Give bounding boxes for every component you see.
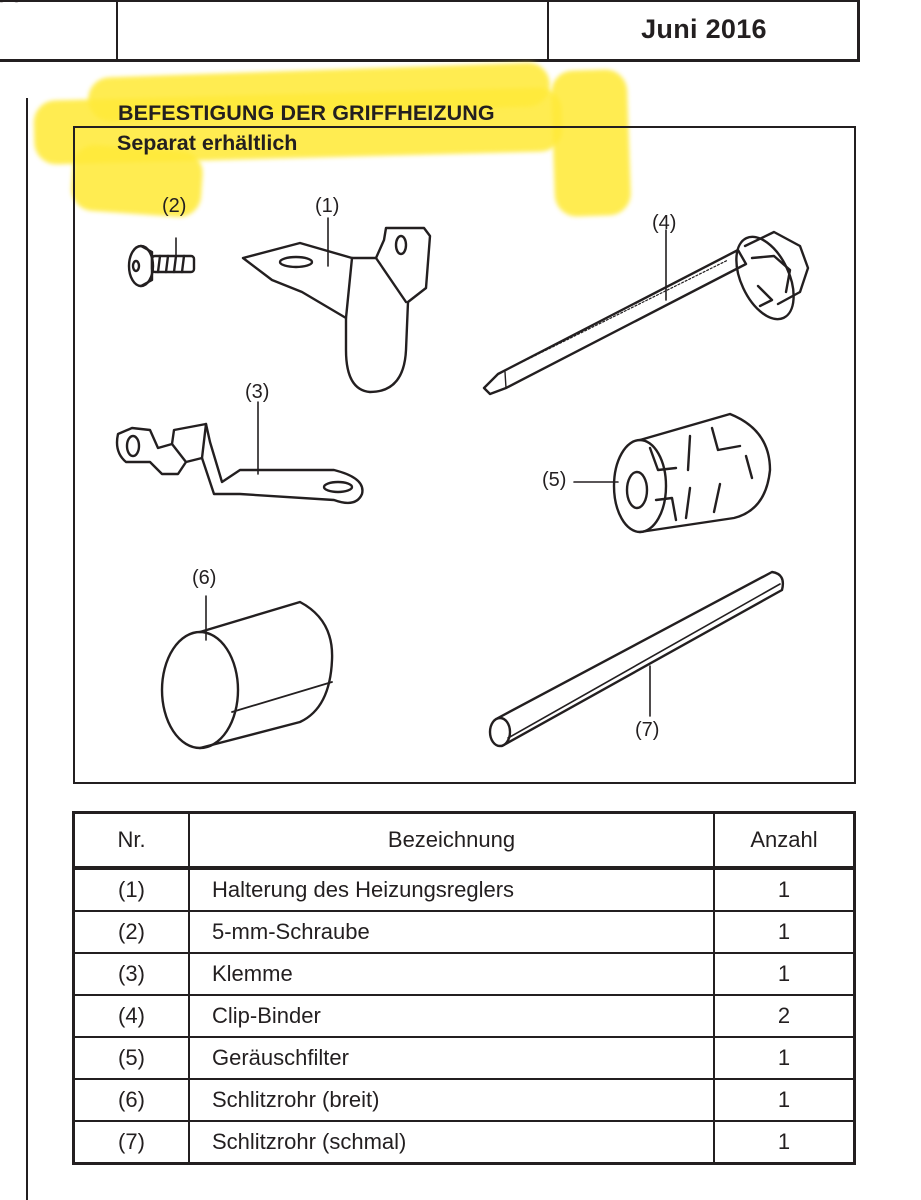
row-name: Klemme	[188, 952, 715, 996]
callout-5: (5)	[542, 469, 567, 491]
callout-1: (1)	[315, 195, 340, 217]
row-qty: 1	[713, 867, 856, 912]
wide-tube-drawing	[160, 595, 334, 750]
table-row: (3) Klemme 1	[72, 952, 856, 996]
clip-binder-drawing	[482, 229, 810, 396]
row-name: Halterung des Heizungsreglers	[188, 867, 715, 912]
section-title: BEFESTIGUNG DER GRIFFHEIZUNG	[118, 101, 495, 125]
parts-illustration-frame	[73, 126, 856, 784]
column-header-qty: Anzahl	[713, 811, 856, 870]
row-qty: 1	[713, 910, 856, 954]
callout-6: (6)	[192, 567, 217, 589]
header-divider-1	[116, 0, 118, 61]
table-row: (1) Halterung des Heizungsreglers 1	[72, 867, 856, 912]
row-nr: (3)	[72, 952, 190, 996]
row-name: Schlitzrohr (schmal)	[188, 1120, 715, 1165]
header-fragment: 00	[0, 0, 24, 9]
bracket-drawing	[241, 217, 432, 394]
table-header-row: Nr. Bezeichnung Anzahl	[72, 811, 856, 870]
row-name: 5-mm-Schraube	[188, 910, 715, 954]
row-qty: 1	[713, 952, 856, 996]
callout-7: (7)	[635, 719, 660, 741]
clamp-drawing	[115, 401, 364, 505]
header-bottom-border	[0, 59, 860, 62]
header-divider-2	[547, 0, 549, 61]
header-divider-3	[857, 0, 860, 61]
callout-3: (3)	[245, 381, 270, 403]
screw-drawing	[127, 237, 196, 288]
margin-rule	[26, 98, 28, 1200]
row-qty: 1	[713, 1120, 856, 1165]
narrow-tube-drawing	[488, 570, 785, 748]
row-nr: (6)	[72, 1078, 190, 1122]
row-nr: (7)	[72, 1120, 190, 1165]
section-subtitle: Separat erhältlich	[117, 131, 298, 155]
callout-4: (4)	[652, 212, 677, 234]
row-nr: (2)	[72, 910, 190, 954]
header-top-border	[0, 0, 860, 2]
row-nr: (4)	[72, 994, 190, 1038]
row-name: Schlitzrohr (breit)	[188, 1078, 715, 1122]
table-row: (5) Geräuschfilter 1	[72, 1036, 856, 1080]
row-qty: 1	[713, 1078, 856, 1122]
row-nr: (5)	[72, 1036, 190, 1080]
table-row: (4) Clip-Binder 2	[72, 994, 856, 1038]
row-qty: 2	[713, 994, 856, 1038]
row-nr: (1)	[72, 867, 190, 912]
table-row: (6) Schlitzrohr (breit) 1	[72, 1078, 856, 1122]
row-qty: 1	[713, 1036, 856, 1080]
parts-table: Nr. Bezeichnung Anzahl (1) Halterung des…	[72, 811, 856, 1165]
noise-filter-drawing	[573, 412, 772, 534]
column-header-name: Bezeichnung	[188, 811, 715, 870]
table-row: (2) 5-mm-Schraube 1	[72, 910, 856, 954]
parts-illustration	[115, 217, 810, 750]
table-row: (7) Schlitzrohr (schmal) 1	[72, 1120, 856, 1165]
header-date: Juni 2016	[641, 14, 767, 44]
row-name: Geräuschfilter	[188, 1036, 715, 1080]
column-header-nr: Nr.	[72, 811, 190, 870]
callout-2: (2)	[162, 195, 187, 217]
row-name: Clip-Binder	[188, 994, 715, 1038]
